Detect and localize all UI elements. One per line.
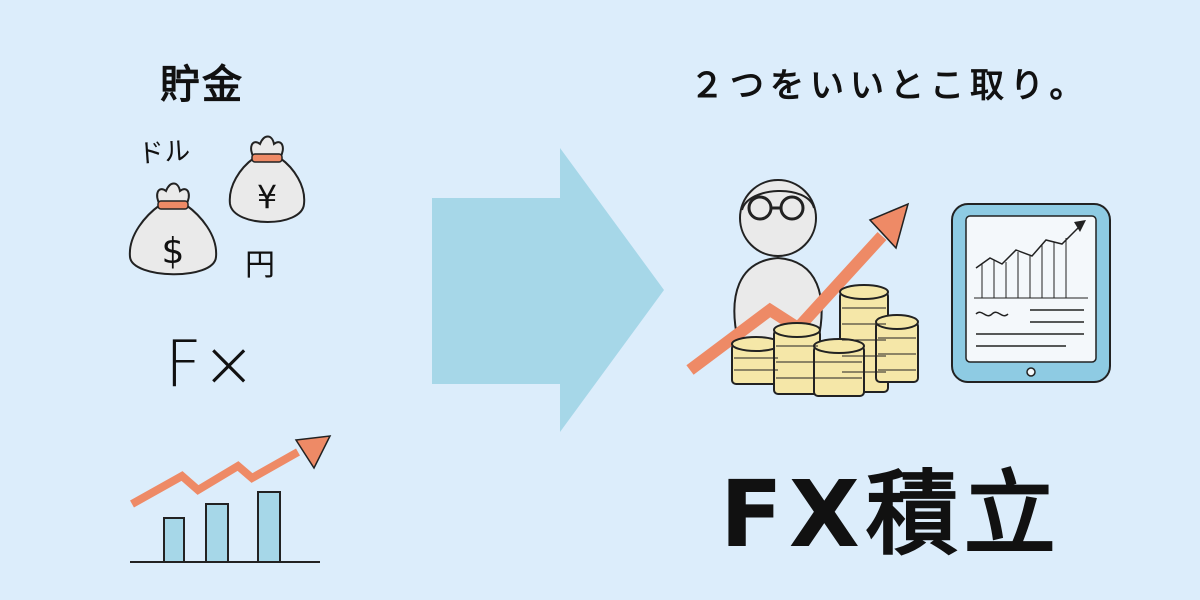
- upward-trend-arrow-icon: [686, 202, 910, 375]
- fx-label: F×: [165, 328, 256, 402]
- savings-label: 貯金: [160, 62, 244, 108]
- headline-text: ２つをいいとこ取り。: [690, 66, 1090, 106]
- yen-label: 円: [245, 248, 275, 283]
- big-right-arrow-icon: [432, 148, 664, 432]
- money-bag-yen-icon: ¥: [228, 135, 306, 223]
- growth-chart-icon: [130, 435, 332, 563]
- coin-stacks-icon: [731, 284, 919, 397]
- yen-symbol: ¥: [257, 178, 277, 216]
- fx-tsumitate-label: FX積立: [720, 461, 1062, 568]
- dollar-label: ドル: [137, 136, 192, 170]
- tablet-chart-icon: [951, 203, 1111, 383]
- dollar-symbol: $: [162, 231, 185, 272]
- money-bag-dollar-icon: $: [128, 182, 218, 276]
